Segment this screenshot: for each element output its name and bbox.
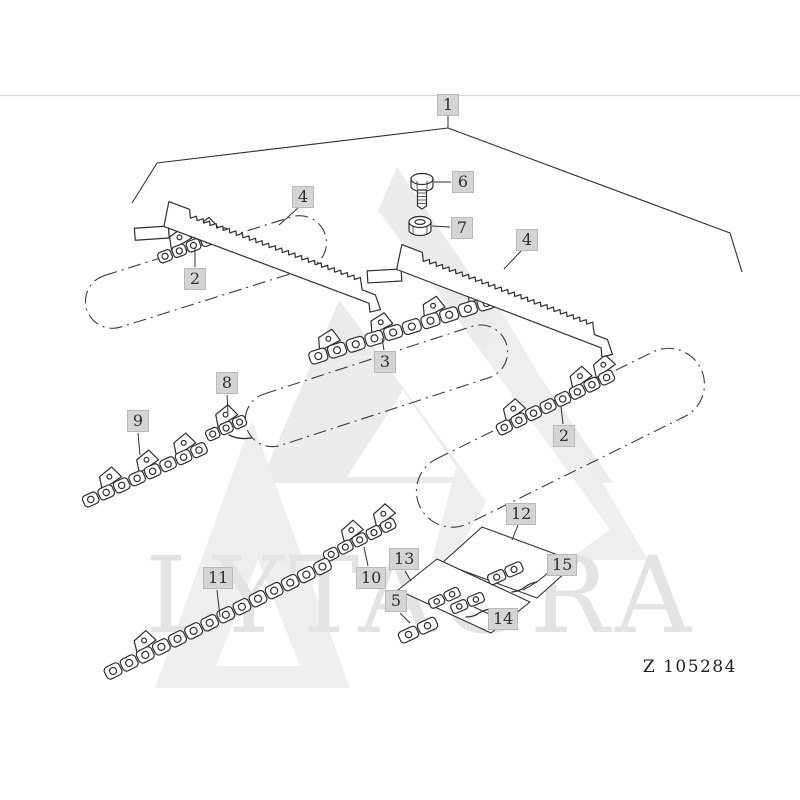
- knife-bar-4-right: [366, 244, 614, 358]
- callout-2-right: 2: [553, 425, 575, 447]
- callout-15: 15: [547, 554, 578, 576]
- callout-10: 10: [356, 567, 387, 589]
- callout-12: 12: [506, 503, 537, 525]
- bolt-part: [410, 172, 434, 210]
- parts-card-12: [441, 526, 578, 599]
- callout-6: 6: [452, 171, 474, 193]
- leader-lines: [137, 116, 564, 624]
- callout-13: 13: [389, 548, 420, 570]
- pin-part-14: [465, 608, 491, 618]
- chain-assembly-2-right: [495, 354, 616, 436]
- connector-link-8: [204, 404, 248, 442]
- callout-8: 8: [216, 372, 238, 394]
- card-13-link-a: [427, 586, 461, 609]
- callout-14: 14: [488, 608, 519, 630]
- callout-9: 9: [127, 410, 149, 432]
- callout-1: 1: [437, 94, 459, 116]
- chain-path-right: [415, 347, 706, 528]
- callout-5: 5: [385, 590, 407, 612]
- drawing-code: Z 105284: [643, 657, 737, 677]
- link-8-detail: [228, 434, 252, 440]
- knife-bar-4-left: [133, 201, 382, 313]
- callout-2-left: 2: [184, 268, 206, 290]
- chain-assembly-10: [322, 503, 397, 562]
- card-12-link: [486, 561, 524, 586]
- callout-4-right: 4: [516, 229, 538, 251]
- card-13-link-b: [450, 591, 486, 614]
- callout-7: 7: [451, 217, 473, 239]
- chain-path-left: [84, 215, 328, 329]
- chain-assembly-11: [103, 557, 332, 680]
- watermark-white-band: [259, 141, 611, 579]
- pin-part-15: [511, 581, 538, 593]
- chain-assembly-9: [81, 432, 208, 508]
- nut-part: [408, 215, 432, 237]
- callout-3: 3: [374, 351, 396, 373]
- callout-11: 11: [203, 567, 234, 589]
- callout-4-left: 4: [292, 186, 314, 208]
- connector-link-5: [397, 616, 439, 644]
